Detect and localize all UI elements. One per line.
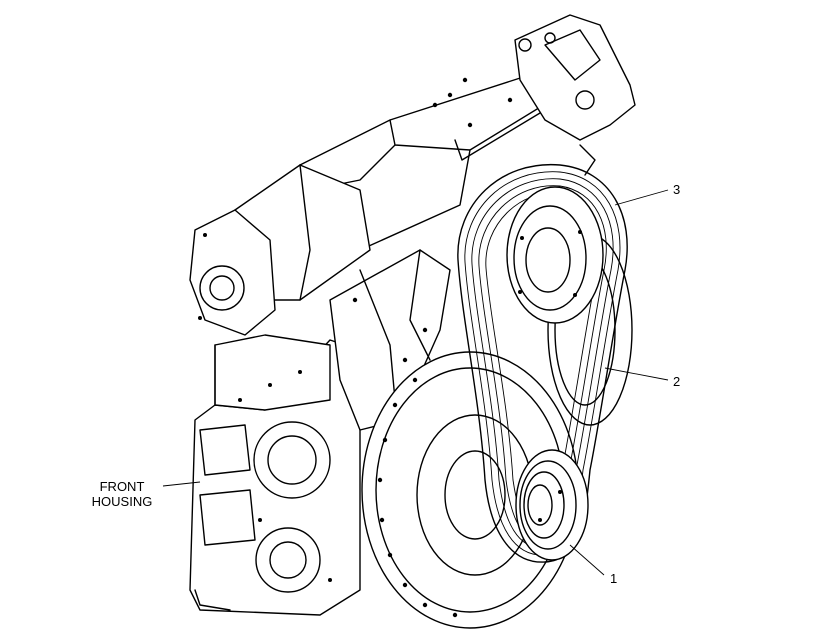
front-housing-label: FRONT HOUSING (82, 479, 162, 509)
upper-pulley (506, 186, 604, 324)
front-housing-label-line1: FRONT (99, 479, 145, 494)
damper-bolts (377, 377, 458, 618)
callout-2: 2 (673, 374, 681, 389)
mid-bracket (329, 249, 451, 431)
callout-3: 3 (673, 182, 681, 197)
crank-pulley (515, 449, 589, 561)
front-housing (189, 334, 361, 616)
front-housing-label-line2: HOUSING (91, 494, 153, 509)
leader-lines (162, 189, 669, 576)
upper-assembly (189, 14, 636, 336)
callout-1: 1 (610, 571, 618, 586)
